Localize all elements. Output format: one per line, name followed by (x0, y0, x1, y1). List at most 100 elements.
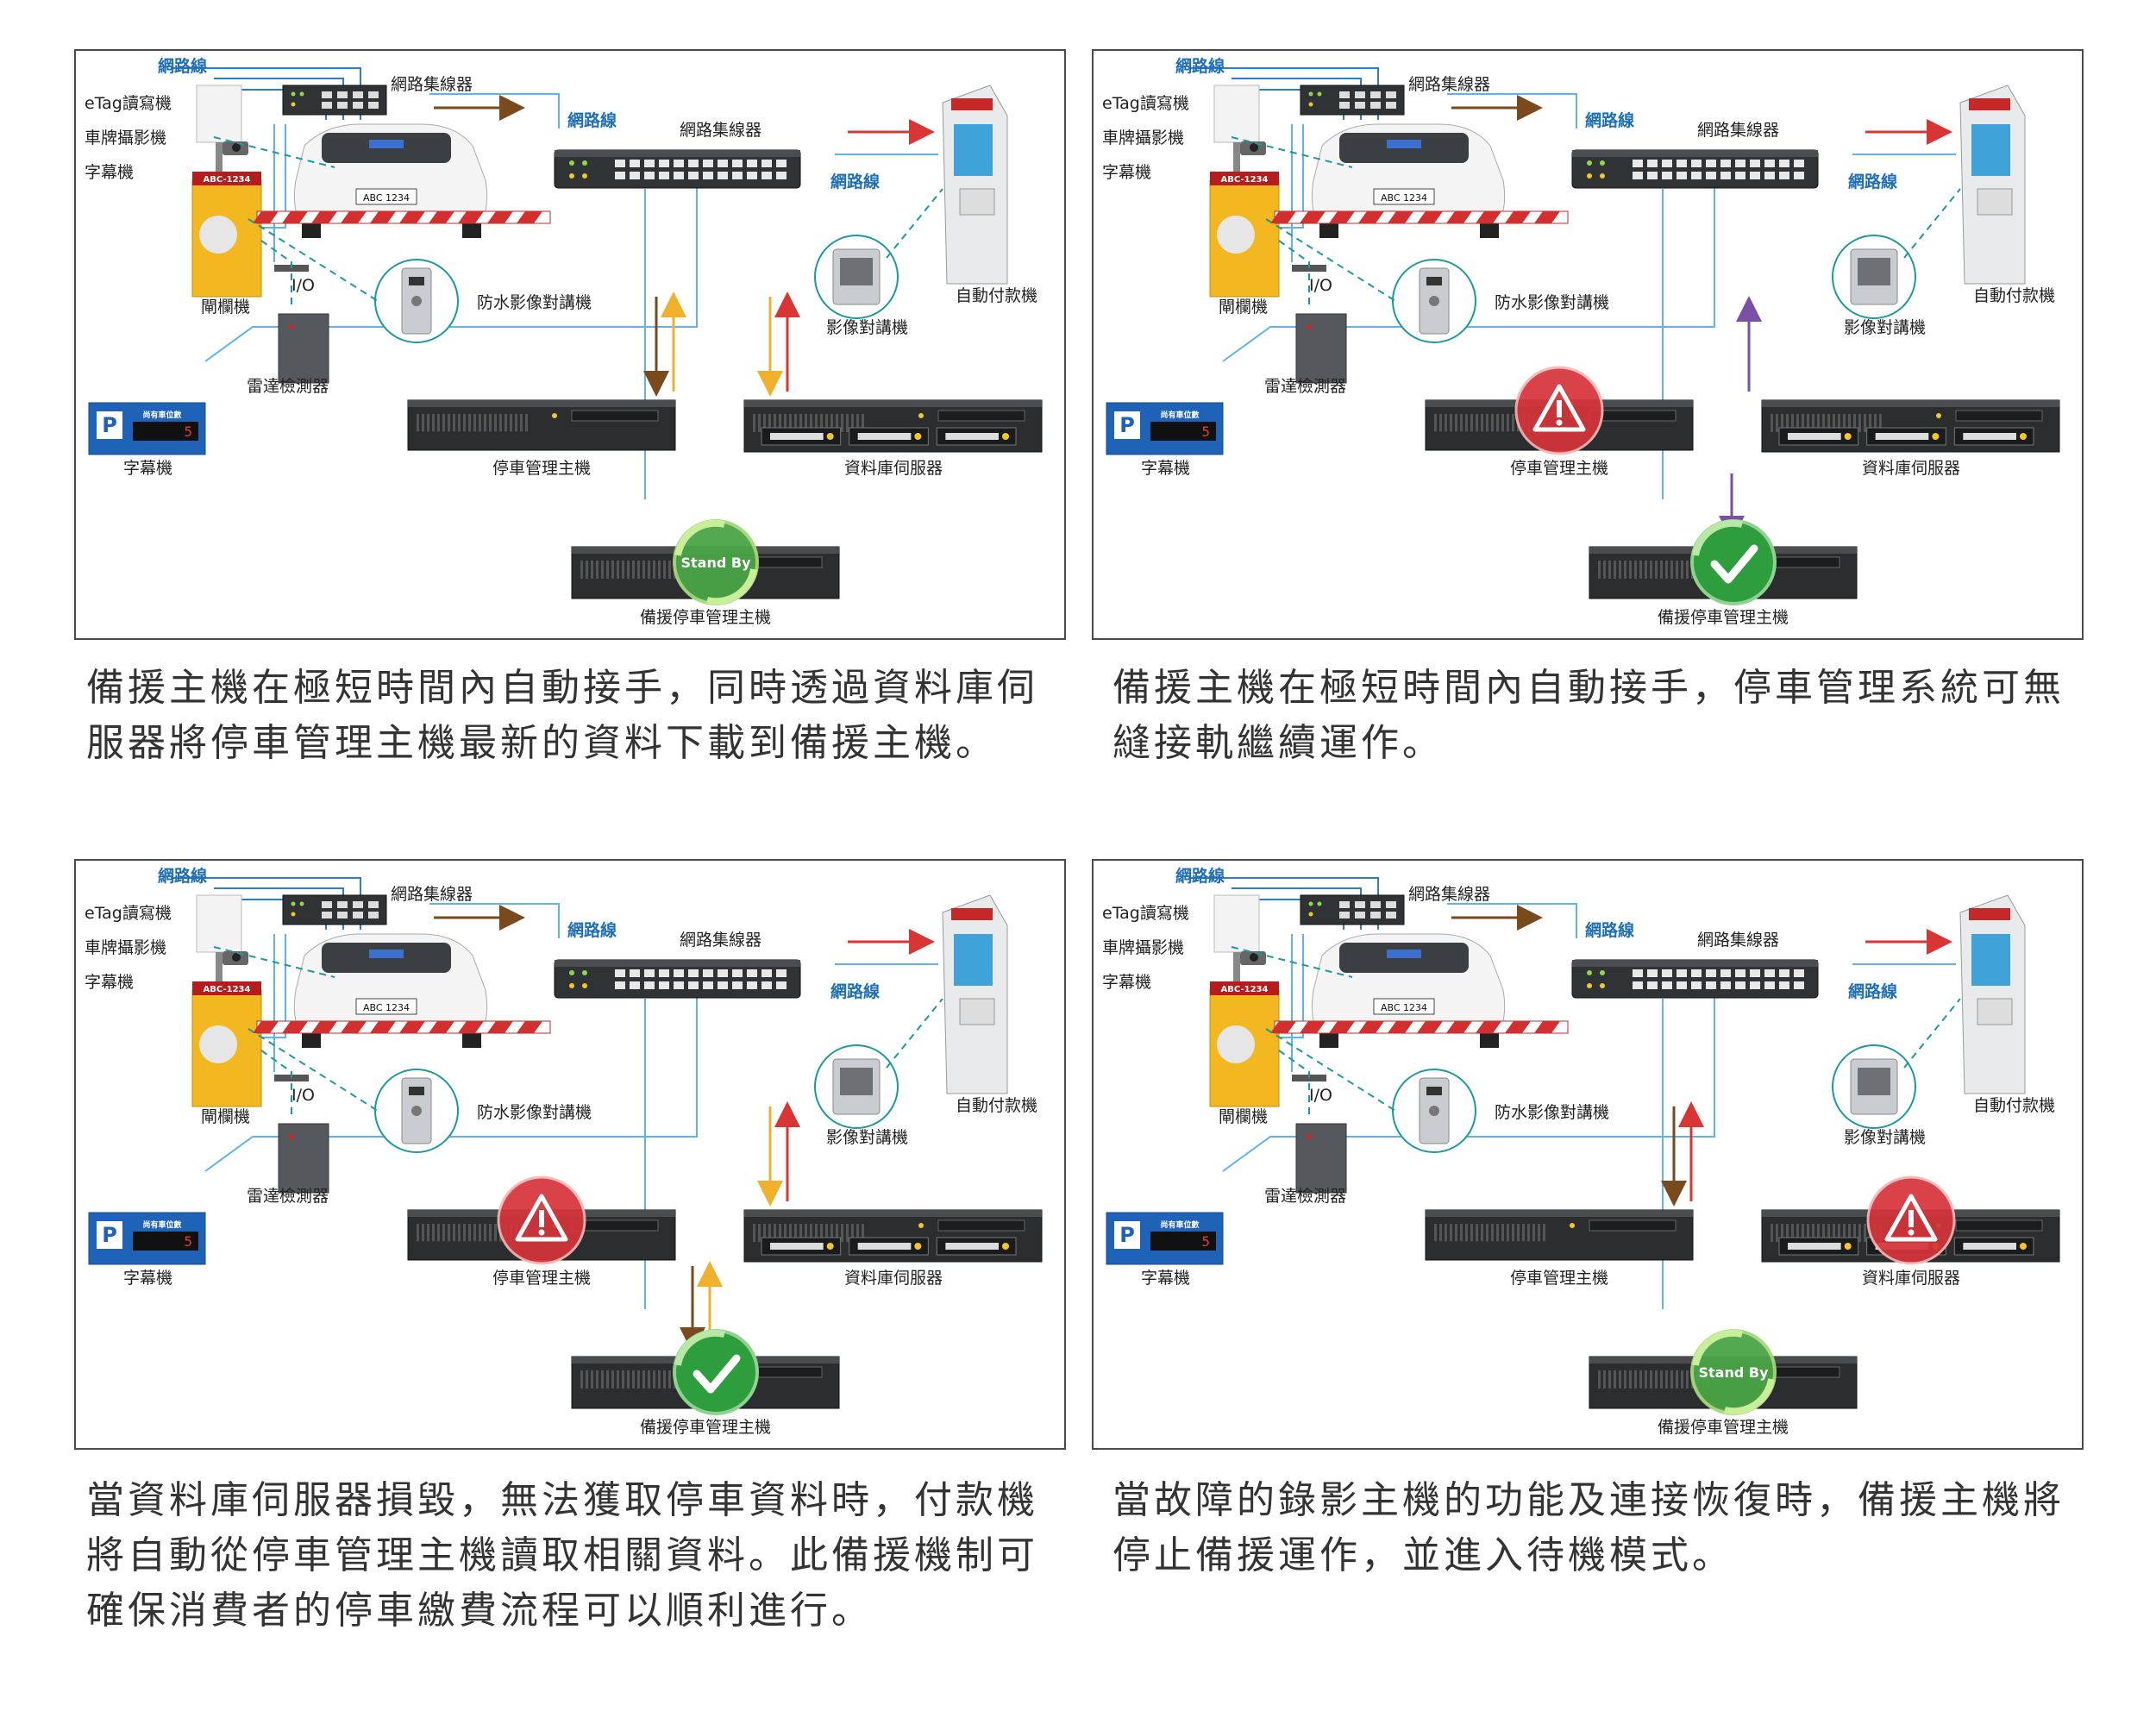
plate-camera-device (1240, 951, 1266, 965)
barrier-arm (253, 1020, 551, 1034)
label-backup-host: 備援停車管理主機 (640, 1418, 771, 1437)
label-network-cable-1: 網路線 (1175, 866, 1225, 886)
small-hub (282, 894, 387, 925)
caption-3: 當資料庫伺服器損毀，無法獲取停車資料時，付款機將自動從停車管理主機讀取相關資料。… (86, 1478, 1038, 1633)
payment-kiosk-device (942, 894, 1008, 1094)
label-backup-host: 備援停車管理主機 (1658, 1418, 1789, 1437)
dashed-links (1231, 946, 1961, 1119)
backup-ok-icon (673, 1329, 759, 1415)
label-io: I/O (291, 1086, 315, 1105)
label-kiosk: 自動付款機 (956, 1096, 1037, 1115)
label-display: 字幕機 (85, 163, 134, 182)
video-intercom-device (1832, 1044, 1916, 1129)
label-small-hub: 網路集線器 (1408, 75, 1490, 94)
label-network-hub: 網路集線器 (680, 121, 761, 140)
label-parking-host: 停車管理主機 (492, 459, 591, 478)
small-hub (1300, 85, 1405, 116)
car-image: ABC 1234 (293, 123, 488, 238)
svg-text:Stand By: Stand By (1698, 1364, 1769, 1381)
io-device (1292, 1075, 1326, 1081)
parking-host-server (1425, 1209, 1694, 1261)
label-parking-host: 停車管理主機 (492, 1269, 591, 1288)
label-network-cable-3: 網路線 (830, 172, 880, 191)
label-network-hub: 網路集線器 (1697, 931, 1779, 950)
dashed-links (1231, 136, 1961, 310)
label-network-cable-2: 網路線 (1585, 920, 1634, 940)
io-device (1292, 265, 1326, 272)
etag-reader-device (196, 894, 242, 991)
label-io: I/O (1309, 276, 1332, 295)
label-radar: 雷達檢測器 (247, 1187, 329, 1206)
svg-text:P: P (102, 413, 117, 437)
label-video-intercom: 影像對講機 (1844, 318, 1926, 337)
label-radar: 雷達檢測器 (247, 377, 329, 396)
label-bottom-display: 字幕機 (123, 1269, 172, 1288)
network-hub-device (1571, 959, 1819, 999)
radar-detector-device (1295, 1123, 1347, 1194)
gate-device: ABC-1234 (191, 172, 262, 298)
label-network-cable-2: 網路線 (1585, 110, 1634, 130)
etag-reader-device (1213, 85, 1260, 181)
small-hub (1300, 894, 1405, 925)
payment-kiosk-device (1959, 894, 2026, 1094)
label-waterproof-intercom: 防水影像對講機 (477, 1103, 592, 1122)
label-io: I/O (1309, 1086, 1332, 1105)
radar-detector-device (1295, 313, 1347, 384)
label-network-cable-3: 網路線 (1848, 981, 1897, 1001)
label-backup-host: 備援停車管理主機 (1658, 608, 1789, 627)
dashed-links (213, 136, 943, 310)
label-kiosk: 自動付款機 (1973, 286, 2055, 305)
svg-text:尚有車位數: 尚有車位數 (1160, 410, 1200, 420)
label-etag-reader: eTag讀寫機 (1102, 94, 1189, 113)
label-parking-host: 停車管理主機 (1510, 459, 1608, 478)
label-bottom-display: 字幕機 (123, 459, 172, 478)
svg-text:5: 5 (184, 423, 192, 440)
barrier-arm (1270, 210, 1569, 224)
svg-text:P: P (1119, 413, 1135, 437)
label-network-cable-1: 網路線 (158, 866, 207, 886)
label-bottom-display: 字幕機 (1141, 459, 1190, 478)
radar-detector-device (278, 313, 329, 384)
label-waterproof-intercom: 防水影像對講機 (1495, 293, 1609, 312)
label-db-server: 資料庫伺服器 (844, 459, 943, 478)
car-image: ABC 1234 (293, 933, 488, 1048)
label-gate: 閘欄機 (1219, 298, 1268, 317)
label-display: 字幕機 (85, 973, 134, 992)
label-etag-reader: eTag讀寫機 (85, 904, 172, 923)
label-small-hub: 網路集線器 (391, 885, 473, 904)
label-gate: 閘欄機 (201, 298, 250, 317)
label-waterproof-intercom: 防水影像對講機 (1495, 1103, 1609, 1122)
label-network-hub: 網路集線器 (680, 931, 761, 950)
network-hub-device (1571, 149, 1819, 189)
label-video-intercom: 影像對講機 (826, 1128, 908, 1147)
db-server-alert-icon (1866, 1175, 1956, 1265)
etag-reader-device (1213, 894, 1260, 991)
svg-text:P: P (102, 1223, 117, 1247)
label-kiosk: 自動付款機 (1973, 1096, 2055, 1115)
payment-kiosk-device (942, 85, 1008, 285)
svg-text:ABC 1234: ABC 1234 (363, 192, 410, 204)
caption-1: 備援主機在極短時間內自動接手，同時透過資料庫伺服器將停車管理主機最新的資料下載到… (86, 666, 1038, 765)
svg-text:P: P (1119, 1223, 1135, 1247)
svg-text:尚有車位數: 尚有車位數 (142, 1219, 182, 1230)
label-plate-camera: 車牌攝影機 (85, 129, 166, 147)
svg-text:ABC 1234: ABC 1234 (1381, 1002, 1427, 1013)
label-backup-host: 備援停車管理主機 (640, 608, 771, 627)
label-display: 字幕機 (1102, 163, 1151, 182)
backup-standby-icon: Stand By (1690, 1329, 1777, 1415)
video-intercom-device (1832, 235, 1916, 319)
label-network-cable-1: 網路線 (1175, 56, 1225, 76)
label-plate-camera: 車牌攝影機 (1102, 129, 1184, 147)
video-intercom-device (814, 1044, 899, 1129)
label-io: I/O (291, 276, 315, 295)
plate-camera-device (222, 141, 248, 155)
gate-device: ABC-1234 (1209, 981, 1280, 1107)
svg-text:Stand By: Stand By (680, 555, 751, 571)
backup-ok-icon (1690, 519, 1777, 605)
